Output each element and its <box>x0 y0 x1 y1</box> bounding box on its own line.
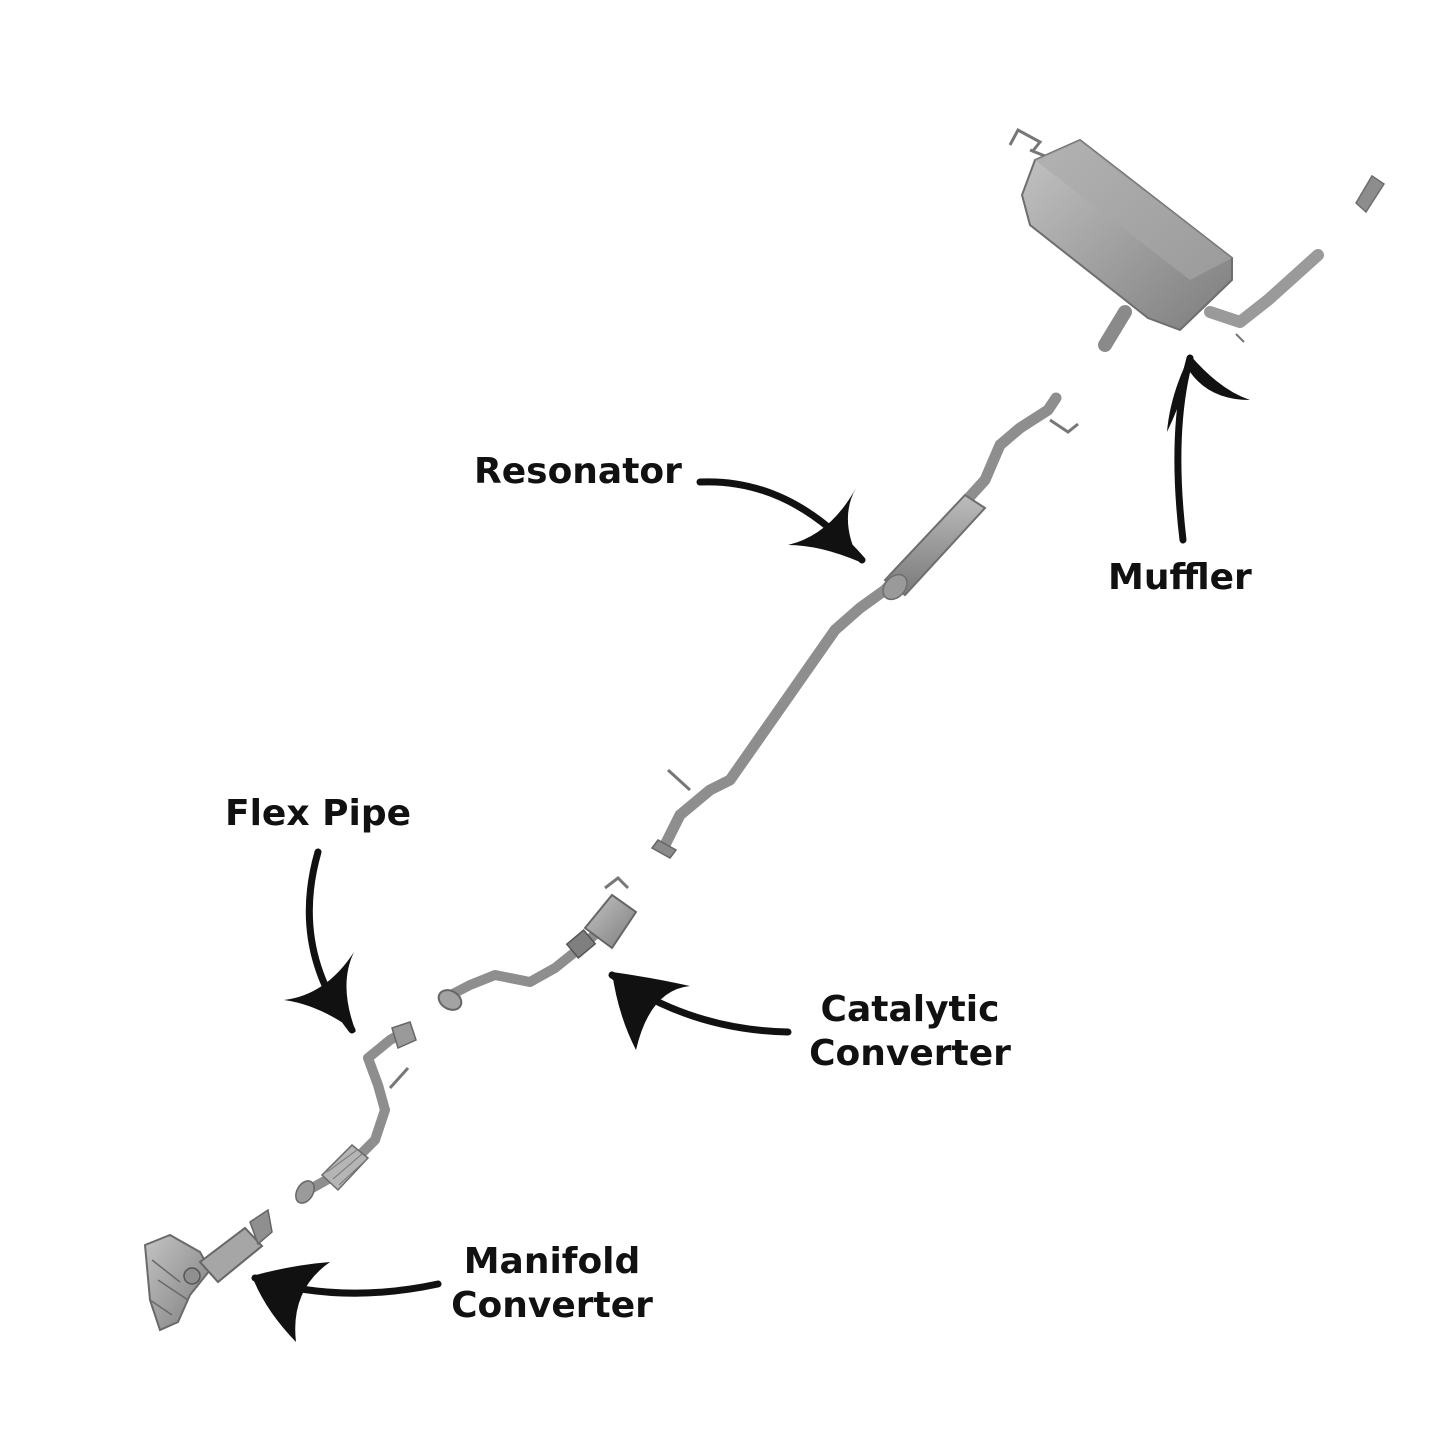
catalytic-converter-label-line2: Converter <box>809 1033 1011 1074</box>
catalytic-converter-part <box>437 876 638 1011</box>
muffler-part <box>1008 127 1386 352</box>
resonator-pipe-part <box>650 392 1079 859</box>
manifold-converter-label-line2: Converter <box>451 1285 653 1326</box>
flex-pipe-arrow <box>284 848 356 1034</box>
catalytic-converter-label-line1: Catalytic <box>820 989 1000 1030</box>
resonator-arrow <box>696 478 866 564</box>
manifold-converter-label: Manifold Converter <box>442 1240 662 1328</box>
resonator-label: Resonator <box>474 451 682 492</box>
flex-pipe-part <box>295 1021 417 1204</box>
muffler-arrow <box>1167 354 1250 544</box>
manifold-converter-arrow <box>251 1262 442 1342</box>
muffler-label: Muffler <box>1108 557 1252 598</box>
catalytic-converter-arrow <box>608 971 792 1050</box>
catalytic-converter-label: Catalytic Converter <box>800 988 1020 1076</box>
flex-pipe-label: Flex Pipe <box>225 793 412 834</box>
manifold-converter-label-line1: Manifold <box>463 1241 641 1282</box>
manifold-converter-part <box>143 1208 273 1332</box>
